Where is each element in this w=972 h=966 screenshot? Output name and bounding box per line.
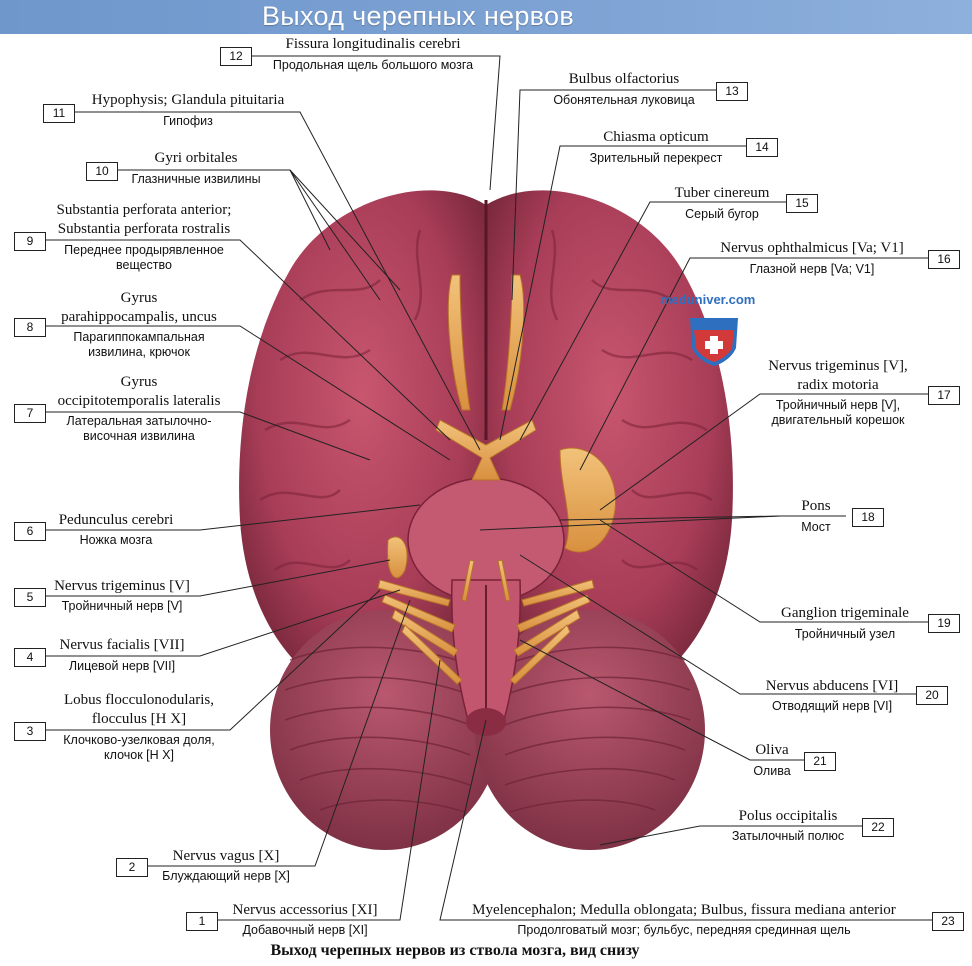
label-number-3: 3	[14, 722, 46, 741]
label-3-russian: Клочково-узелковая доля,	[63, 733, 215, 747]
title-bar: Выход черепных нервов	[0, 0, 972, 34]
label-1-latin: Nervus accessorius [XI]	[232, 902, 378, 918]
cranial-nerves	[377, 274, 617, 685]
label-number-13: 13	[716, 82, 748, 101]
label-4-russian: Лицевой нерв [VII]	[68, 659, 176, 673]
label-number-10: 10	[86, 162, 118, 181]
label-3-russian-line2: клочок [H X]	[104, 748, 174, 762]
label-number-2: 2	[116, 858, 148, 877]
label-3-latin: Lobus flocculonodularis,	[64, 692, 214, 708]
label-6-latin: Pedunculus cerebri	[58, 512, 174, 528]
label-15-latin: Tuber cinereum	[674, 185, 770, 201]
label-19-russian: Тройничный узел	[794, 627, 896, 641]
label-number-11: 11	[43, 104, 75, 123]
label-17-latin: Nervus trigeminus [V],	[768, 358, 908, 374]
label-22-latin: Polus occipitalis	[738, 808, 838, 824]
label-5-latin: Nervus trigeminus [V]	[54, 578, 190, 594]
label-9-russian: Переднее продырявленное	[64, 243, 224, 257]
watermark-shield-icon	[690, 318, 738, 366]
label-15-russian: Серый бугор	[685, 207, 759, 221]
label-10-latin: Gyri orbitales	[154, 150, 238, 166]
label-number-12: 12	[220, 47, 252, 66]
label-12-russian: Продольная щель большого мозга	[272, 58, 474, 72]
label-20-latin: Nervus abducens [VI]	[765, 678, 899, 694]
label-20-russian: Отводящий нерв [VI]	[771, 699, 893, 713]
label-7-latin: Gyrus	[120, 374, 158, 390]
label-8-russian: Парагиппокампальная	[73, 330, 205, 344]
label-8-latin: Gyrus	[120, 290, 158, 306]
label-9-latin: Substantia perforata anterior;	[56, 202, 232, 218]
label-9-latin-line2: Substantia perforata rostralis	[57, 221, 231, 237]
label-number-21: 21	[804, 752, 836, 771]
label-17-russian-line2: двигательный корешок	[771, 413, 905, 427]
page-title: Выход черепных нервов	[262, 1, 574, 31]
leader-lines	[44, 55, 934, 921]
label-10-russian: Глазничные извилины	[131, 172, 261, 186]
label-23-russian: Продолговатый мозг; бульбус, передняя ср…	[517, 923, 851, 937]
label-23-latin: Myelencephalon; Medulla oblongata; Bulbu…	[472, 902, 896, 918]
label-2-russian: Блуждающий нерв [X]	[162, 869, 290, 883]
label-12-latin: Fissura longitudinalis cerebri	[285, 36, 461, 52]
label-11-russian: Гипофиз	[163, 114, 213, 128]
figure-caption: Выход черепных нервов из ствола мозга, в…	[270, 942, 640, 959]
label-6-russian: Ножка мозга	[79, 533, 153, 547]
label-7-russian-line2: височная извилина	[83, 429, 195, 443]
label-4-latin: Nervus facialis [VII]	[59, 637, 185, 653]
label-16-russian: Глазной нерв [Va; V1]	[749, 262, 875, 276]
label-number-4: 4	[14, 648, 46, 667]
label-18-russian: Мост	[801, 520, 831, 534]
label-7-latin-line2: occipitotemporalis lateralis	[57, 393, 221, 409]
label-7-russian: Латеральная затылочно-	[66, 414, 212, 428]
label-18-latin: Pons	[801, 498, 831, 514]
label-21-russian: Олива	[753, 764, 791, 778]
label-number-8: 8	[14, 318, 46, 337]
label-number-19: 19	[928, 614, 960, 633]
label-number-1: 1	[186, 912, 218, 931]
label-number-15: 15	[786, 194, 818, 213]
label-number-9: 9	[14, 232, 46, 251]
brainstem	[407, 477, 565, 736]
label-3-latin-line2: flocculus [H X]	[91, 711, 187, 727]
label-number-20: 20	[916, 686, 948, 705]
label-9-russian-line2: вещество	[116, 258, 172, 272]
label-22-russian: Затылочный полюс	[731, 829, 845, 843]
label-13-latin: Bulbus olfactorius	[568, 71, 680, 87]
label-number-6: 6	[14, 522, 46, 541]
label-16-latin: Nervus ophthalmicus [Va; V1]	[720, 240, 904, 256]
label-14-latin: Chiasma opticum	[603, 129, 709, 145]
label-number-7: 7	[14, 404, 46, 423]
label-17-russian: Тройничный нерв [V],	[775, 398, 901, 412]
label-13-russian: Обонятельная луковица	[553, 93, 695, 107]
label-number-23: 23	[932, 912, 964, 931]
label-8-latin-line2: parahippocampalis, uncus	[61, 309, 217, 325]
label-number-22: 22	[862, 818, 894, 837]
label-11-latin: Hypophysis; Glandula pituitaria	[91, 92, 285, 108]
label-number-17: 17	[928, 386, 960, 405]
label-number-5: 5	[14, 588, 46, 607]
label-8-russian-line2: извилина, крючок	[88, 345, 190, 359]
label-number-16: 16	[928, 250, 960, 269]
label-1-russian: Добавочный нерв [XI]	[242, 923, 368, 937]
label-19-latin: Ganglion trigeminale	[781, 605, 909, 621]
watermark: meduniver.com	[660, 292, 756, 307]
label-21-latin: Oliva	[755, 742, 789, 758]
label-5-russian: Тройничный нерв [V]	[61, 599, 183, 613]
label-14-russian: Зрительный перекрест	[589, 151, 723, 165]
label-17-latin-line2: radix motoria	[797, 377, 879, 393]
label-number-14: 14	[746, 138, 778, 157]
label-2-latin: Nervus vagus [X]	[172, 848, 280, 864]
label-number-18: 18	[852, 508, 884, 527]
